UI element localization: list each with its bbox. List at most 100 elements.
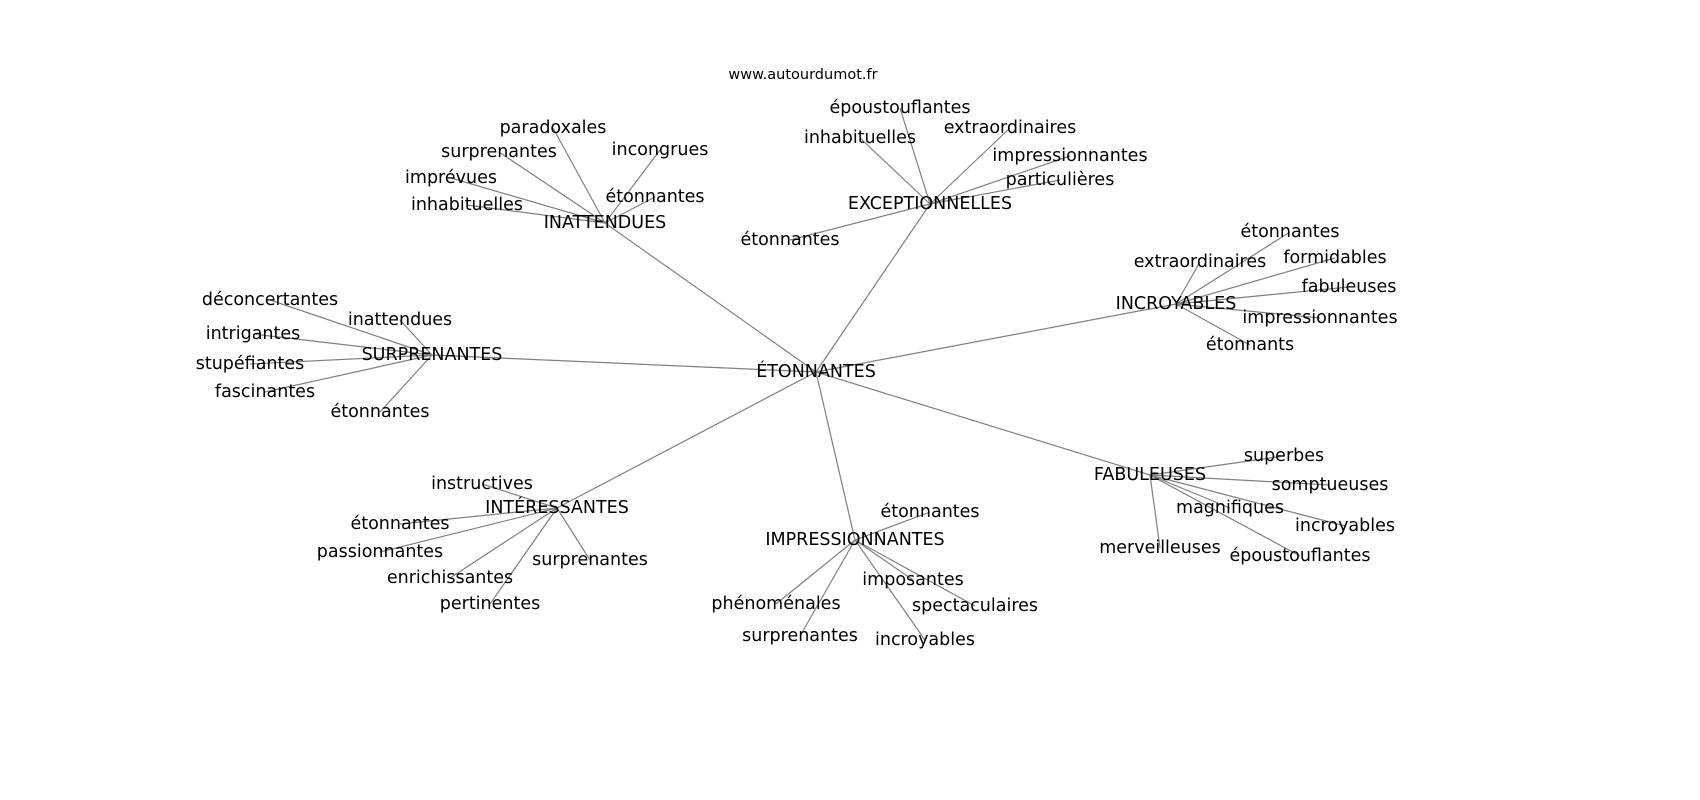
leaf-node-label: époustouflantes	[829, 98, 970, 118]
leaf-node-label: stupéfiantes	[196, 354, 305, 374]
edge-hub-leaf	[1175, 231, 1291, 305]
leaf-node-label: étonnantes	[880, 502, 979, 522]
edge-hub-leaf	[859, 137, 931, 205]
edge-hub-leaf	[1175, 303, 1321, 319]
leaf-node-label: imprévues	[405, 168, 497, 188]
edge-hub-leaf	[799, 539, 856, 637]
hub-node-label: INATTENDUES	[544, 213, 667, 233]
leaf-node-label: merveilleuses	[1099, 538, 1221, 558]
edge-hub-leaf	[1175, 257, 1336, 305]
leaf-node-label: particulières	[1006, 170, 1115, 190]
leaf-node-label: surprenantes	[742, 626, 858, 646]
leaf-node-label: impressionnantes	[992, 146, 1147, 166]
leaf-node-label: somptueuses	[1272, 475, 1389, 495]
leaf-node-label: enrichissantes	[387, 568, 513, 588]
leaf-node-label: inhabituelles	[804, 128, 916, 148]
edge-hub-leaf	[249, 354, 433, 365]
edge-hub-leaf	[1175, 286, 1350, 305]
node-labels: ÉTONNANTES INATTENDUES paradoxalesincongru…	[196, 98, 1398, 650]
edge-hub-leaf	[489, 507, 558, 605]
edge-hub-leaf	[466, 204, 606, 224]
leaf-node-label: spectaculaires	[912, 596, 1038, 616]
edge-hub-leaf	[450, 177, 606, 224]
edge-hub-leaf	[269, 299, 433, 356]
leaf-node-label: extraordinaires	[1134, 252, 1267, 272]
center-node-label: ÉTONNANTES	[756, 360, 876, 382]
edge-center-hub	[815, 371, 1151, 476]
edge-hub-leaf	[1149, 455, 1285, 476]
edge-hub-leaf	[556, 507, 591, 561]
leaf-node-label: formidables	[1283, 248, 1386, 268]
leaf-node-label: déconcertantes	[202, 290, 338, 310]
edge-hub-leaf	[399, 507, 558, 525]
edge-hub-leaf	[1149, 474, 1346, 527]
hub-node-label: FABULEUSES	[1094, 465, 1206, 485]
leaf-node-label: instructives	[431, 474, 533, 494]
edge-center-hub	[556, 371, 817, 509]
edge-hub-leaf	[775, 539, 856, 605]
leaf-node-label: incroyables	[875, 630, 975, 650]
edge-hub-leaf	[789, 203, 931, 241]
edge-hub-leaf	[1149, 474, 1231, 509]
hub-node-label: INTÉRESSANTES	[485, 496, 629, 518]
site-title: www.autourdumot.fr	[728, 67, 878, 83]
leaf-node-label: inhabituelles	[411, 195, 523, 215]
edge-hub-leaf	[481, 483, 558, 509]
leaf-node-label: impressionnantes	[1242, 308, 1397, 328]
leaf-node-label: étonnantes	[1240, 222, 1339, 242]
edge-hub-leaf	[379, 354, 433, 413]
edge-center-hub	[604, 222, 817, 373]
leaf-node-label: surprenantes	[441, 142, 557, 162]
hub-node-label: SURPRENANTES	[362, 345, 503, 365]
edge-hub-leaf	[929, 179, 1061, 205]
edge-hub-leaf	[1149, 474, 1161, 549]
edge-hub-leaf	[854, 539, 926, 641]
edge-hub-leaf	[1175, 261, 1201, 305]
hub-node-label: INCROYABLES	[1116, 294, 1237, 314]
edge-hub-leaf	[854, 539, 914, 581]
hub-node-label: IMPRESSIONNANTES	[765, 530, 944, 550]
edge-center-hub	[815, 203, 931, 373]
edge-hub-leaf	[252, 333, 433, 356]
edge-hub-leaf	[854, 511, 931, 541]
edge-hub-leaf	[929, 155, 1071, 205]
leaf-node-label: étonnantes	[350, 514, 449, 534]
hub-node-label: EXCEPTIONNELLES	[848, 194, 1012, 214]
edge-hub-leaf	[929, 127, 1011, 205]
leaf-node-label: magnifiques	[1176, 498, 1284, 518]
edge-hub-leaf	[604, 196, 656, 224]
leaf-node-label: imposantes	[862, 570, 963, 590]
leaf-node-label: inattendues	[348, 310, 452, 330]
edge-center-hub	[815, 303, 1177, 373]
edge-hub-leaf	[854, 539, 976, 607]
edge-center-hub	[815, 371, 856, 541]
leaf-node-label: paradoxales	[500, 118, 607, 138]
edge-hub-leaf	[264, 354, 433, 393]
edge-hub-leaf	[449, 507, 558, 579]
leaf-node-label: étonnantes	[330, 402, 429, 422]
leaf-node-label: incroyables	[1295, 516, 1395, 536]
leaf-node-label: incongrues	[612, 140, 709, 160]
edge-hub-leaf	[899, 107, 931, 205]
leaf-node-label: superbes	[1244, 446, 1324, 466]
leaf-node-label: surprenantes	[532, 550, 648, 570]
edge-hub-leaf	[498, 151, 606, 224]
leaf-node-label: passionnantes	[317, 542, 443, 562]
edge-hub-leaf	[552, 127, 606, 224]
leaf-node-label: phénoménales	[711, 594, 840, 614]
edge-hub-leaf	[604, 149, 661, 224]
leaf-node-label: fascinantes	[215, 382, 315, 402]
edge-hub-leaf	[1175, 303, 1251, 346]
leaf-node-label: fabuleuses	[1302, 277, 1397, 297]
edge-center-hub	[431, 354, 817, 373]
leaf-node-label: extraordinaires	[944, 118, 1077, 138]
leaf-node-label: époustouflantes	[1229, 546, 1370, 566]
leaf-node-label: intrigantes	[206, 324, 301, 344]
edges	[249, 107, 1350, 641]
edge-hub-leaf	[1149, 474, 1331, 486]
edge-hub-leaf	[399, 319, 433, 356]
edge-hub-leaf	[379, 507, 558, 553]
leaf-node-label: étonnants	[1206, 335, 1294, 355]
leaf-node-label: étonnantes	[740, 230, 839, 250]
